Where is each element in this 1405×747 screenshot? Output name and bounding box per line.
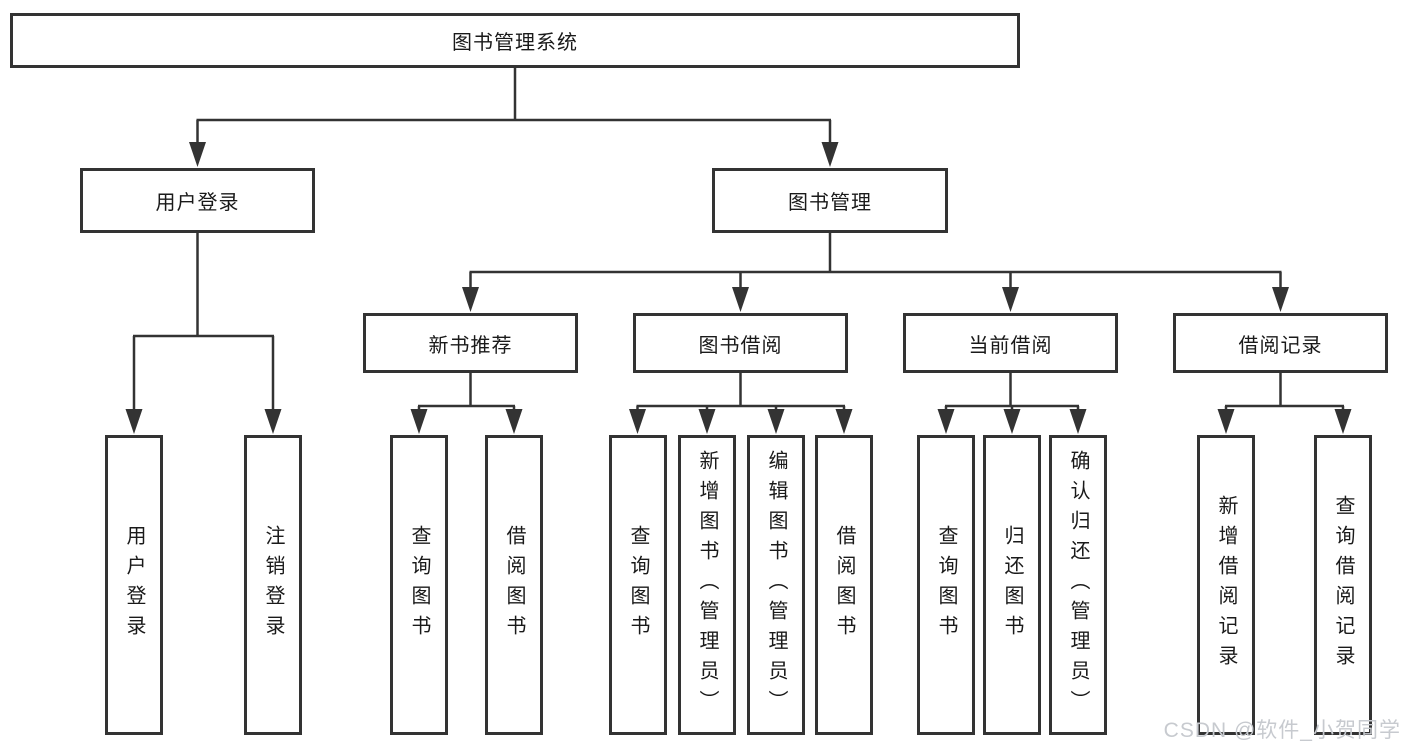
leaf-label: 编辑图书（管理员）	[765, 450, 787, 720]
leaf-label: 借阅图书	[833, 525, 855, 645]
node-root-library-system: 图书管理系统	[10, 13, 1020, 68]
watermark: CSDN @软件_小贺同学	[1163, 719, 1401, 742]
leaf-label: 确认归还（管理员）	[1067, 450, 1089, 720]
leaf-label: 注销登录	[262, 525, 284, 645]
leaf-label: 借阅图书	[503, 525, 525, 645]
node-new-book-recommend: 新书推荐	[363, 313, 578, 373]
connector-arrowheads	[125, 142, 1352, 434]
leaf-borrow-books-recommend: 借阅图书	[485, 435, 543, 735]
leaf-add-borrow-record: 新增借阅记录	[1197, 435, 1255, 735]
leaf-query-borrow-record: 查询借阅记录	[1314, 435, 1372, 735]
leaf-logout: 注销登录	[244, 435, 302, 735]
node-current-borrowing: 当前借阅	[903, 313, 1118, 373]
leaf-label: 查询图书	[935, 525, 957, 645]
node-book-management: 图书管理	[712, 168, 948, 233]
leaf-label: 查询借阅记录	[1332, 495, 1354, 675]
leaf-confirm-return-admin: 确认归还（管理员）	[1049, 435, 1107, 735]
node-user-login: 用户登录	[80, 168, 315, 233]
leaf-label: 新增图书（管理员）	[696, 450, 718, 720]
leaf-add-book-admin: 新增图书（管理员）	[678, 435, 736, 735]
leaf-query-books-recommend: 查询图书	[390, 435, 448, 735]
leaf-label: 查询图书	[408, 525, 430, 645]
node-book-borrowing: 图书借阅	[633, 313, 848, 373]
node-borrow-records: 借阅记录	[1173, 313, 1388, 373]
leaf-return-books: 归还图书	[983, 435, 1041, 735]
leaf-borrow-books: 借阅图书	[815, 435, 873, 735]
leaf-edit-book-admin: 编辑图书（管理员）	[747, 435, 805, 735]
leaf-label: 归还图书	[1001, 525, 1023, 645]
leaf-label: 用户登录	[123, 525, 145, 645]
leaf-label: 查询图书	[627, 525, 649, 645]
leaf-query-books-current: 查询图书	[917, 435, 975, 735]
leaf-query-books-borrowing: 查询图书	[609, 435, 667, 735]
leaf-user-login: 用户登录	[105, 435, 163, 735]
leaf-label: 新增借阅记录	[1215, 495, 1237, 675]
